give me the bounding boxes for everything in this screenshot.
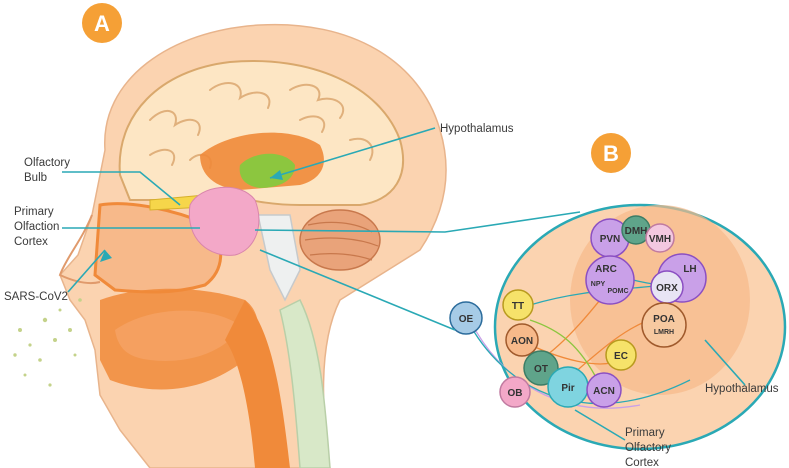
node-arc: ARC NPY POMC [585,255,635,305]
badge-a: A [82,3,122,43]
node-lh-label: LH [683,264,696,275]
head-illustration [13,23,447,468]
node-orx-label: ORX [656,283,678,294]
node-aon-label: AON [511,336,533,347]
label-sars-cov2: SARS-CoV2 [4,291,68,303]
node-orx: ORX [650,270,684,304]
label-hypothalamus-top: Hypothalamus [440,123,514,135]
network-illustration: PVN DMH VMH ARC NPY POMC LH ORX POA LMRH [449,203,787,451]
node-pir: Pir [547,366,589,408]
label-olfactory-bulb-line2: Bulb [24,172,47,184]
node-poa: POA LMRH [641,302,687,348]
label-primary-olfactory-line3: Cortex [625,457,659,468]
zoom-line-bottom [259,249,456,331]
nose-outline [58,214,101,285]
cerebellum-folds [304,221,379,261]
node-vmh: VMH [645,223,675,253]
zoom-line-top [254,211,581,233]
node-acn-label: ACN [593,386,615,397]
olfactory-cortex-leader [574,409,626,441]
olfaction-cortex-region [188,186,260,256]
cerebellum [299,209,381,271]
node-ob-label: OB [508,388,523,399]
tongue [115,310,240,361]
label-primary-olfactory-line1: Primary [625,427,665,439]
badge-a-text: A [94,11,110,36]
node-npy-label: NPY [591,281,606,288]
label-primary-olfaction-line3: Cortex [14,236,48,248]
hypothalamus-leader [269,127,436,179]
node-vmh-label: VMH [649,234,671,245]
node-arc-label: ARC [595,264,617,275]
node-ot: OT [523,350,559,386]
sars-leader [67,249,106,293]
node-ob: OB [499,376,531,408]
label-olfactory-bulb-line1: Olfactory [24,157,70,169]
node-pvn-label: PVN [600,234,621,245]
node-dmh-label: DMH [625,226,648,237]
label-primary-olfaction-line2: Olfaction [14,221,59,233]
badge-b-text: B [603,141,619,166]
label-primary-olfactory-line2: Olfactory [625,442,671,454]
label-hypothalamus-right: Hypothalamus [705,383,779,395]
node-aon: AON [505,323,539,357]
node-ec: EC [605,339,637,371]
node-poa-label: POA [653,314,675,325]
node-pir-label: Pir [561,383,574,394]
node-tt-label: TT [512,301,524,312]
node-pomc-label: POMC [608,288,629,295]
node-tt: TT [502,289,534,321]
throat [225,300,290,468]
node-acn: ACN [586,372,622,408]
label-primary-olfaction-line1: Primary [14,206,54,218]
hypothalamus-right-leader [704,339,746,386]
virus-particles [13,298,82,387]
leader-lines [62,127,746,441]
badge-b: B [591,133,631,173]
node-oe-label: OE [459,314,474,325]
node-lmrh-label: LMRH [654,329,674,336]
node-ot-label: OT [534,364,548,375]
olfactory-bulb-leader [62,171,181,206]
brain-folds [149,82,374,169]
node-oe: OE [449,301,483,335]
node-ec-label: EC [614,351,628,362]
leader-arrowheads [100,170,283,262]
trachea [279,298,331,468]
